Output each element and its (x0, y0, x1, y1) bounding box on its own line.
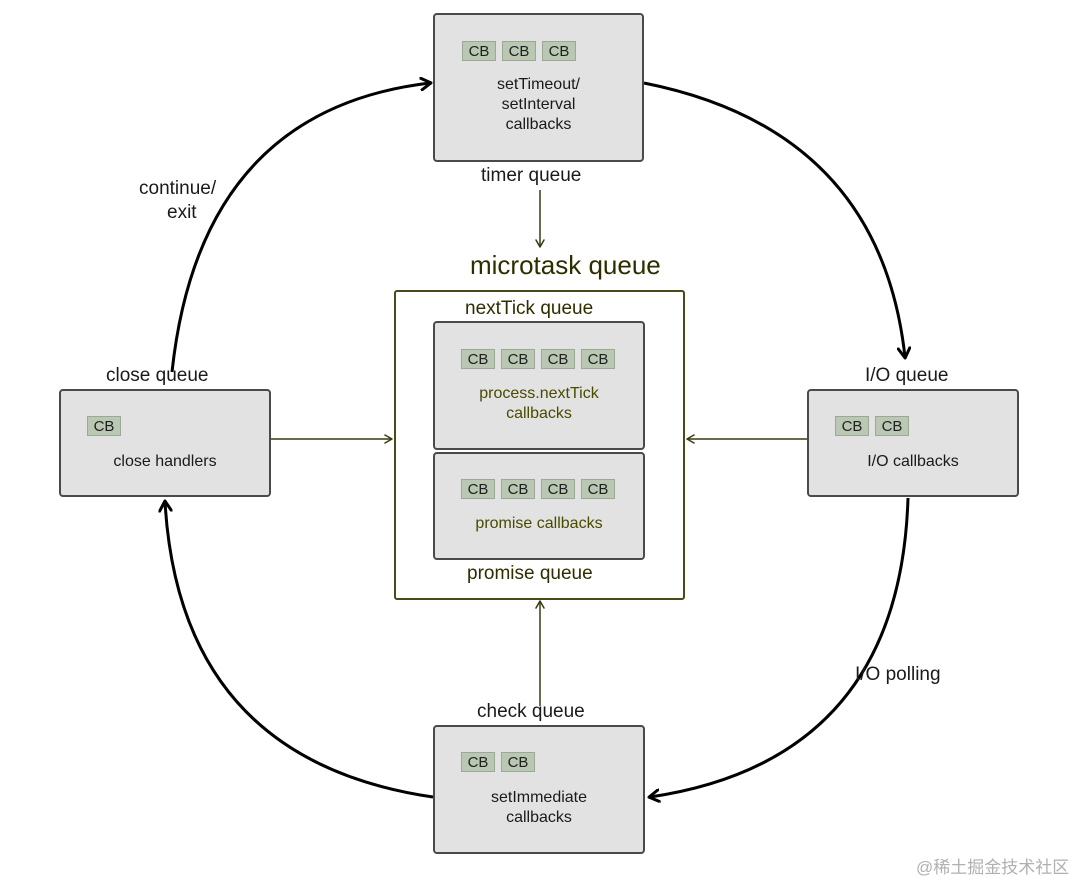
timer-callbacks-text: setTimeout/ setInterval callbacks (497, 76, 580, 133)
check-callbacks-text: setImmediate callbacks (490, 789, 588, 826)
arrow-check-to-close (165, 502, 434, 799)
callback-chip: CB (581, 349, 615, 369)
callback-chip: CB (461, 752, 495, 772)
callback-chip: CB (542, 41, 576, 61)
callback-chip: CB (461, 479, 495, 499)
close-queue-box: CB close handlers (59, 389, 271, 497)
nexttick-queue-box: CB CB CB CB process.nextTick callbacks (433, 321, 645, 450)
arrow-timer-to-io (643, 81, 905, 357)
microtask-queue-title: microtask queue (470, 250, 661, 280)
timer-cb-row: CB CB CB (462, 41, 576, 61)
arrow-close-to-timer (170, 83, 430, 373)
promise-callbacks-text: promise callbacks (475, 515, 603, 532)
callback-chip: CB (502, 41, 536, 61)
callback-chip: CB (462, 41, 496, 61)
microtask-queue-frame (394, 290, 685, 600)
callback-chip: CB (541, 479, 575, 499)
timer-queue-box: CB CB CB setTimeout/ setInterval callbac… (433, 13, 644, 162)
callback-chip: CB (875, 416, 909, 436)
check-cb-row: CB CB (461, 752, 535, 772)
check-queue-box: CB CB setImmediate callbacks (433, 725, 645, 854)
callback-chip: CB (581, 479, 615, 499)
close-handlers-text: close handlers (113, 453, 217, 470)
callback-chip: CB (501, 349, 535, 369)
callback-chip: CB (87, 416, 121, 436)
io-queue-label: I/O queue (865, 365, 949, 386)
callback-chip: CB (541, 349, 575, 369)
arrow-io-to-check (650, 497, 910, 797)
close-cb-row: CB (87, 416, 121, 436)
promise-cb-row: CB CB CB CB (461, 479, 615, 499)
nexttick-queue-label: nextTick queue (465, 298, 594, 319)
check-queue-label: check queue (477, 701, 585, 722)
io-queue-box: CB CB I/O callbacks (807, 389, 1019, 497)
nexttick-callbacks-text: process.nextTick callbacks (479, 385, 599, 422)
io-cb-row: CB CB (835, 416, 909, 436)
continue-exit-label: continue/ exit (139, 178, 217, 223)
promise-queue-label: promise queue (467, 563, 593, 584)
callback-chip: CB (501, 752, 535, 772)
timer-queue-label: timer queue (481, 165, 582, 186)
watermark-text: @稀土掘金技术社区 (916, 858, 1070, 877)
nexttick-cb-row: CB CB CB CB (461, 349, 615, 369)
io-polling-label: I/O polling (855, 664, 941, 685)
callback-chip: CB (835, 416, 869, 436)
promise-queue-box: CB CB CB CB promise callbacks (433, 452, 645, 560)
callback-chip: CB (461, 349, 495, 369)
callback-chip: CB (501, 479, 535, 499)
io-callbacks-text: I/O callbacks (867, 453, 959, 470)
close-queue-label: close queue (106, 365, 209, 386)
